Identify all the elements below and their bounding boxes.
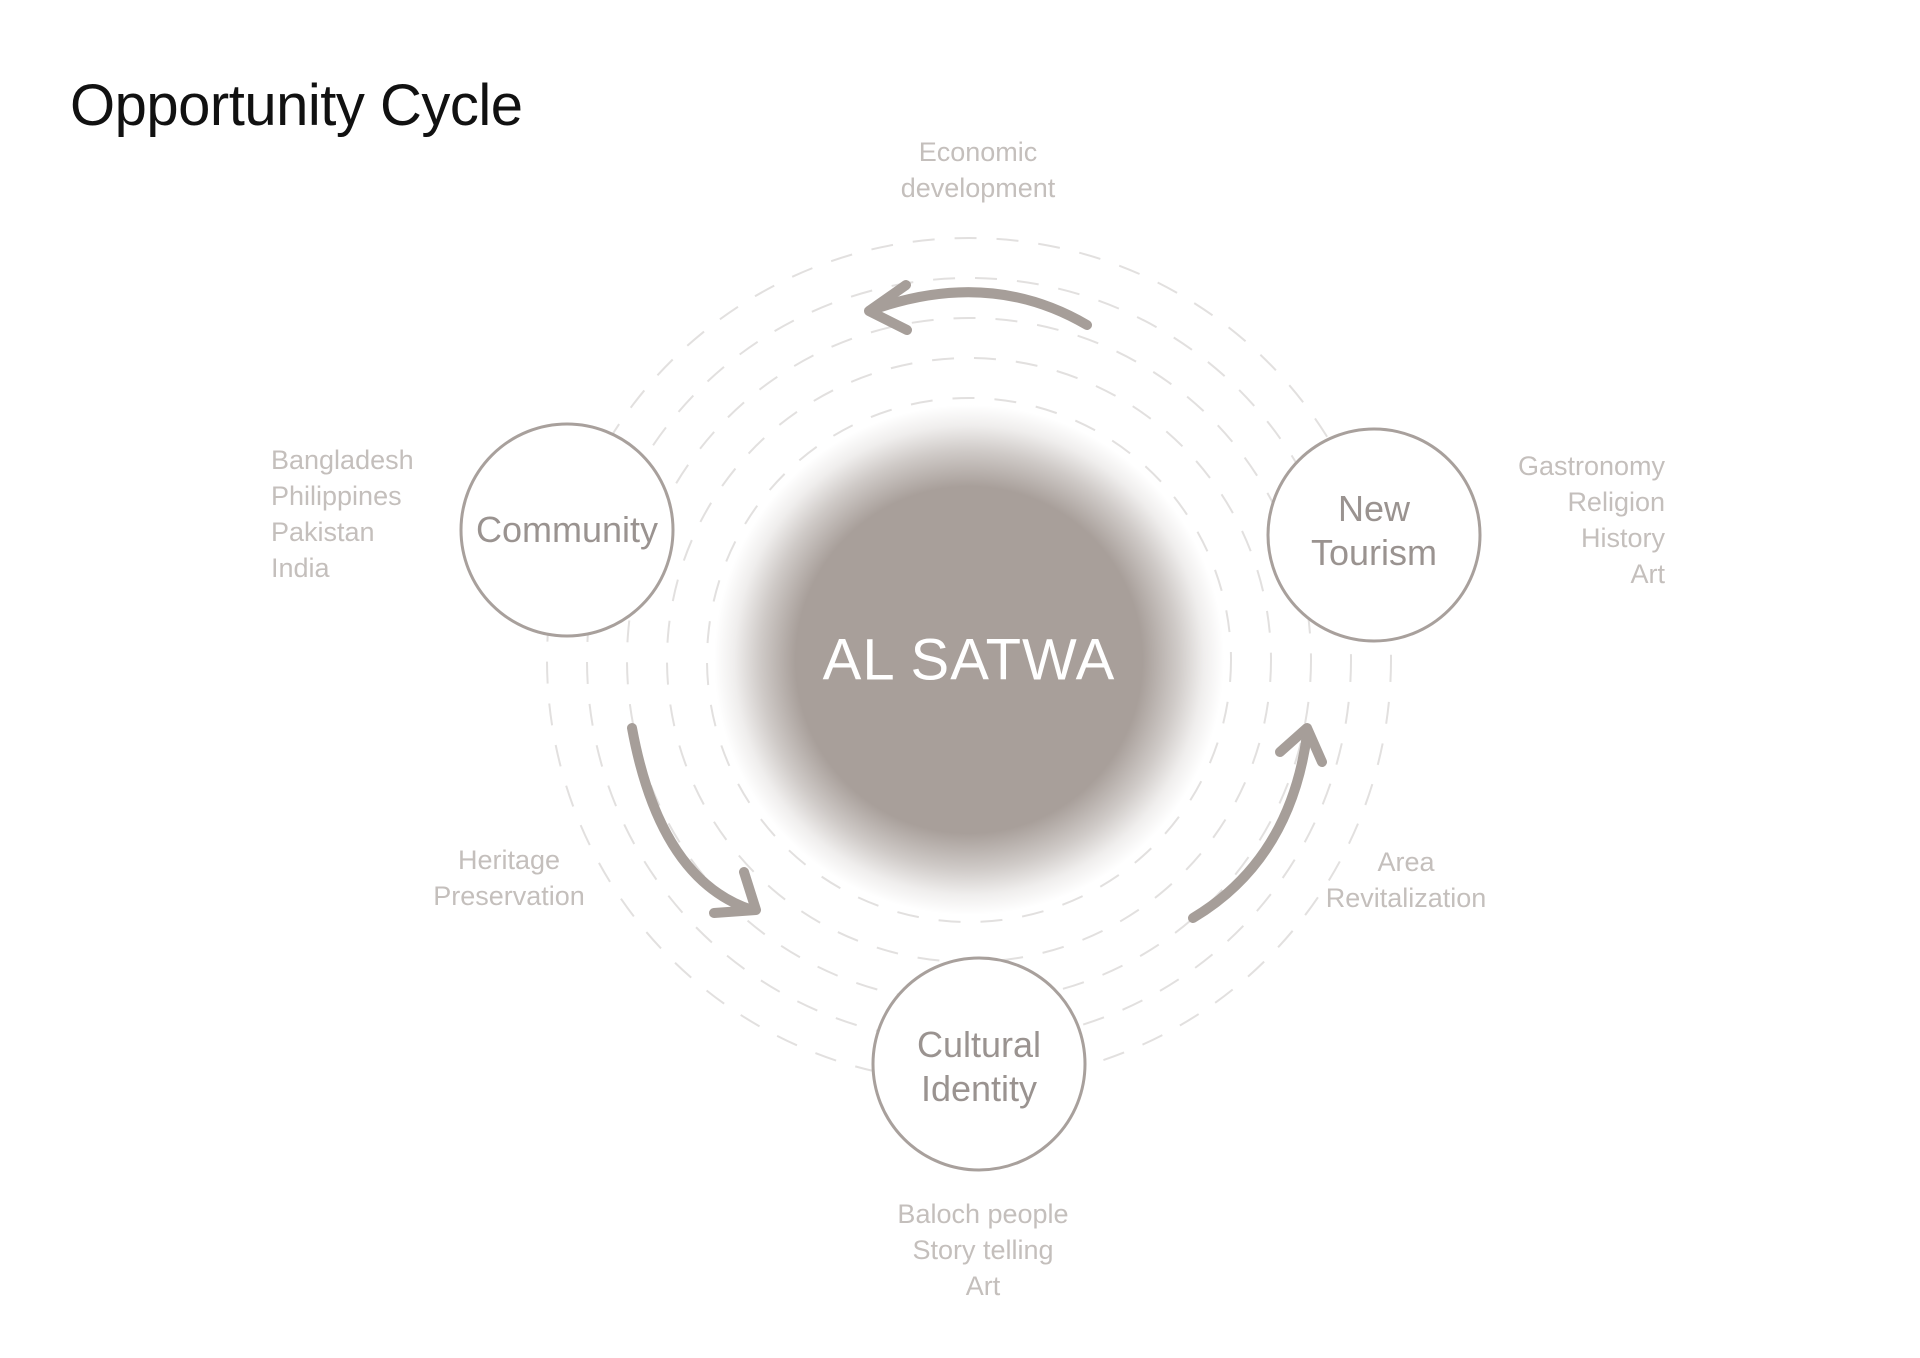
dashed-ring-3 (626, 317, 1312, 1003)
annotation-line: Philippines (271, 481, 402, 511)
annotation-line: Bangladesh (271, 445, 414, 475)
page-title: Opportunity Cycle (70, 73, 523, 138)
dashed-ring-5 (546, 237, 1392, 1083)
flow-heritage-preservation: Heritage Preservation (433, 842, 585, 914)
node-label-line: Identity (920, 1068, 1038, 1109)
node-label-line: Community (475, 509, 659, 550)
center-label: AL SATWA (822, 627, 1116, 693)
annotation-line: Art (965, 1271, 1001, 1301)
flow-economic-development: Economic development (901, 134, 1056, 206)
node-community-label: Community (476, 508, 658, 552)
annotation-line: History (1580, 523, 1665, 553)
annotation-line: Gastronomy (1517, 451, 1665, 481)
node-label-line: Cultural (916, 1024, 1042, 1065)
cycle-arrows (627, 280, 1327, 923)
annotation-line: India (271, 553, 330, 583)
node-new-tourism-circle (1266, 427, 1482, 643)
dashed-ring-1 (706, 397, 1232, 923)
node-new-tourism-label: New Tourism (1311, 487, 1437, 575)
flow-label-line: development (900, 173, 1056, 203)
node-cultural-identity-label: Cultural Identity (917, 1023, 1041, 1111)
flow-label-line: Preservation (433, 881, 585, 911)
flow-area-revitalization: Area Revitalization (1326, 844, 1487, 916)
flow-label-line: Heritage (457, 845, 561, 875)
annotation-line: Religion (1567, 487, 1665, 517)
annotation-community-groups: Bangladesh Philippines Pakistan India (271, 442, 414, 586)
center-glow (714, 405, 1224, 915)
annotation-identity-themes: Baloch people Story telling Art (897, 1196, 1068, 1304)
arrow-left (627, 723, 761, 918)
arrow-right (1188, 723, 1327, 923)
flow-label-line: Revitalization (1325, 883, 1487, 913)
arrow-top (864, 280, 1092, 335)
node-label-line: New (1337, 488, 1411, 529)
node-label-line: Tourism (1310, 532, 1438, 573)
flow-label-line: Area (1377, 847, 1435, 877)
node-cultural-identity-circle (871, 956, 1087, 1172)
annotation-tourism-themes: Gastronomy Religion History Art (1518, 448, 1665, 592)
annotation-line: Art (1630, 559, 1665, 589)
annotation-line: Pakistan (271, 517, 375, 547)
node-community-circle (459, 422, 675, 638)
annotation-line: Story telling (912, 1235, 1054, 1265)
annotation-line: Baloch people (897, 1199, 1069, 1229)
flow-label-line: Economic (918, 137, 1038, 167)
